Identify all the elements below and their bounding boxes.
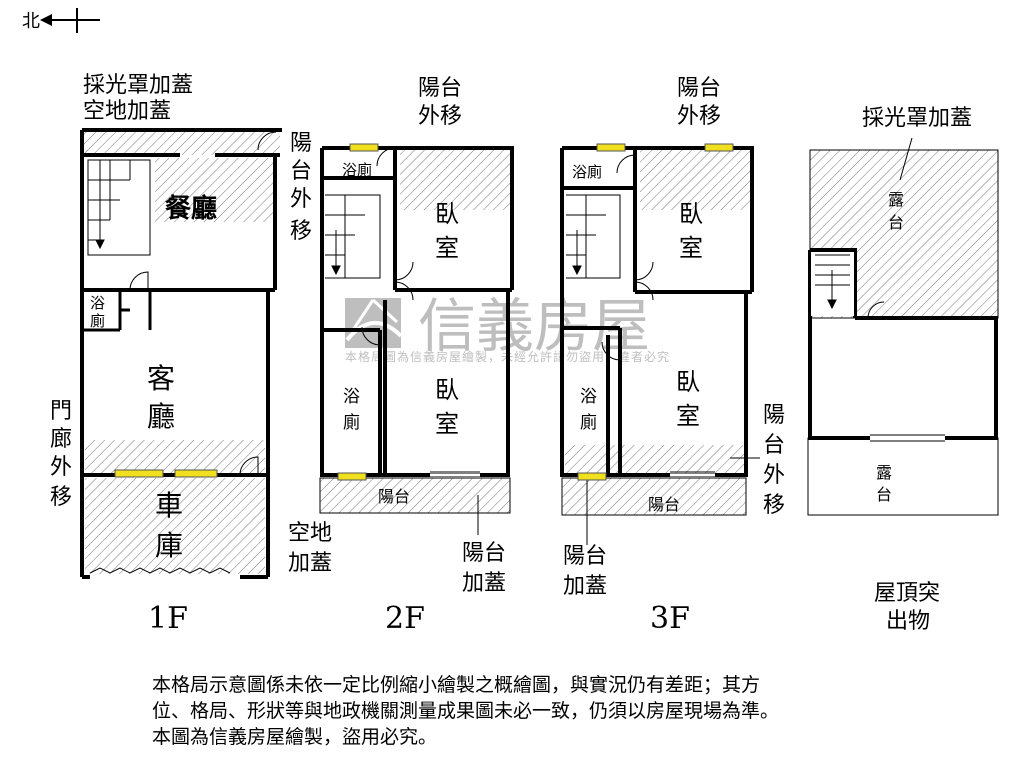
room-bedroom: 臥 <box>435 200 459 228</box>
room-bedroom: 臥 <box>435 376 459 404</box>
floor-roof <box>807 137 999 516</box>
room-bedroom: 室 <box>435 234 459 262</box>
svg-text:陽台: 陽台 <box>677 76 721 101</box>
room-terrace: 台 <box>876 485 892 504</box>
floor-2f <box>319 143 514 535</box>
svg-text:陽: 陽 <box>763 403 785 428</box>
svg-text:移: 移 <box>763 493 785 518</box>
room-living: 客 <box>147 362 175 395</box>
svg-text:加蓋: 加蓋 <box>288 551 332 576</box>
svg-text:加蓋: 加蓋 <box>462 571 506 596</box>
room-bath: 浴 <box>580 387 597 407</box>
disclaimer-line: 本格局示意圖係未依一定比例縮小繪製之概繪圖，與實況仍有差距；其方 <box>152 674 761 696</box>
room-garage: 庫 <box>155 529 183 562</box>
label-side-balcony-move: 陽台 外移 <box>763 403 785 518</box>
svg-text:台: 台 <box>290 159 312 184</box>
room-terrace: 台 <box>888 213 904 232</box>
room-bedroom: 室 <box>435 410 459 438</box>
label-porch-move: 門廊 外移 <box>50 399 72 510</box>
label-skylight: 採光罩加蓋 <box>862 106 972 131</box>
room-balcony: 陽台 <box>378 487 410 506</box>
svg-text:外移: 外移 <box>677 104 721 129</box>
svg-text:廊: 廊 <box>50 427 72 452</box>
svg-text:加蓋: 加蓋 <box>563 574 607 599</box>
svg-text:陽台: 陽台 <box>563 544 607 569</box>
svg-text:陽台: 陽台 <box>462 541 506 566</box>
floor-3f <box>560 143 760 545</box>
floor-label-3f: 3F <box>650 601 690 636</box>
room-bath: 廁 <box>580 412 597 433</box>
svg-text:空地: 空地 <box>288 521 332 546</box>
label-skylight: 採光罩加蓋 <box>83 73 193 98</box>
svg-text:陽台: 陽台 <box>418 76 462 101</box>
room-bath: 廁 <box>343 412 360 433</box>
floor-1f <box>80 128 282 579</box>
room-bedroom: 臥 <box>676 368 700 396</box>
svg-text:外: 外 <box>50 455 72 480</box>
room-living: 廳 <box>147 400 175 433</box>
room-balcony: 陽台 <box>648 495 680 514</box>
room-bath: 浴廁 <box>342 161 372 179</box>
svg-text:外: 外 <box>763 463 785 488</box>
label-roof: 出物 <box>886 609 930 634</box>
room-bath: 浴廁 <box>572 163 602 181</box>
room-bedroom: 室 <box>679 234 703 262</box>
room-garage: 車 <box>155 489 183 522</box>
floor-label-1f: 1F <box>148 601 188 636</box>
svg-text:台: 台 <box>763 433 785 458</box>
brand-logo-icon <box>345 298 403 348</box>
label-roof: 屋頂突 <box>874 581 940 606</box>
svg-text:外移: 外移 <box>418 104 462 129</box>
svg-text:移: 移 <box>50 485 72 510</box>
room-bath: 浴 <box>343 387 360 407</box>
svg-text:門: 門 <box>50 399 72 424</box>
disclaimer-line: 位、格局、形狀等與地政機關測量成果圖未必一致，仍須以房屋現場為準。 <box>152 700 780 722</box>
label-vacant: 空地加蓋 <box>83 99 171 124</box>
room-bedroom: 臥 <box>679 200 703 228</box>
svg-text:北: 北 <box>22 11 40 32</box>
room-bedroom: 室 <box>676 402 700 430</box>
room-bath: 廁 <box>90 312 105 330</box>
svg-text:陽: 陽 <box>290 131 312 156</box>
room-terrace: 露 <box>888 190 904 209</box>
svg-text:外: 外 <box>290 187 312 212</box>
room-bath: 浴 <box>90 294 105 312</box>
disclaimer: 本格局示意圖係未依一定比例縮小繪製之概繪圖，與實況仍有差距；其方 位、格局、形狀… <box>152 672 779 750</box>
svg-text:移: 移 <box>290 219 312 244</box>
floor-label-2f: 2F <box>385 601 425 636</box>
label-balcony-move: 陽台 外移 <box>290 131 312 244</box>
label-vacant-add: 空地加蓋 <box>288 521 332 576</box>
north-arrow-icon: 北 <box>22 8 100 33</box>
disclaimer-line: 本圖為信義房屋繪製，盜用必究。 <box>152 726 438 748</box>
room-dining: 餐廳 <box>165 193 217 224</box>
room-terrace: 露 <box>876 463 892 482</box>
